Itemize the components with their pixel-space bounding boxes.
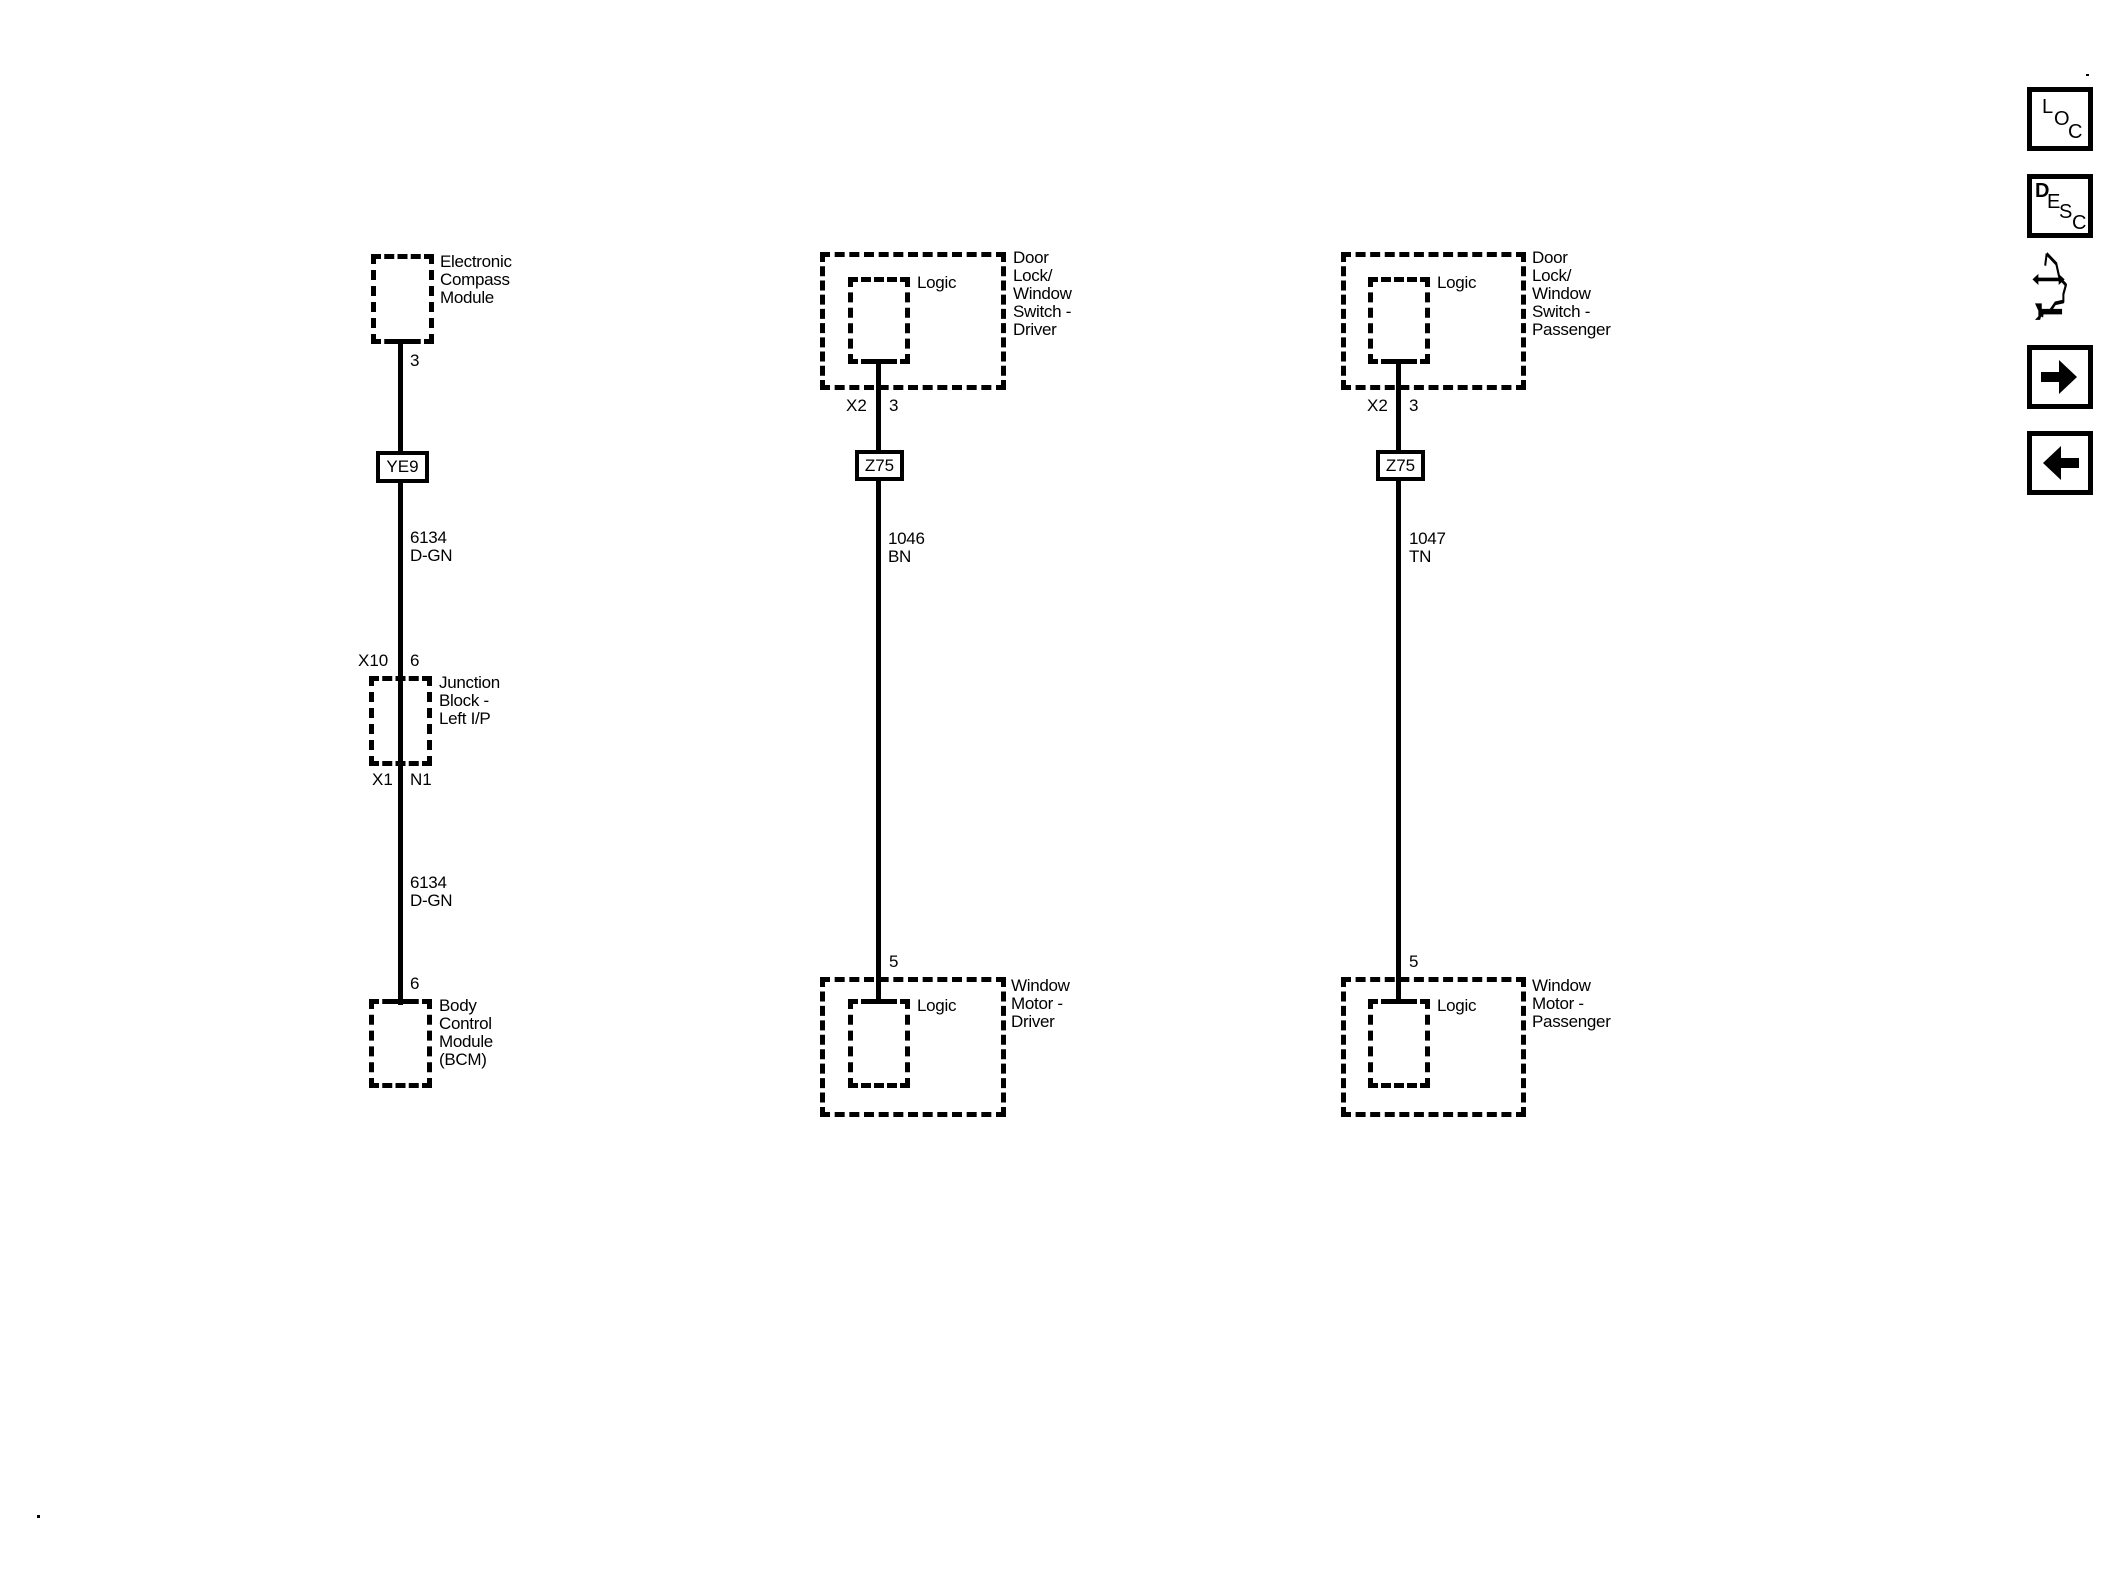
wire-color: D-GN <box>410 546 453 565</box>
window-motor-driver-box[interactable] <box>820 977 1006 1117</box>
artifact-dot <box>2086 74 2089 76</box>
splice-z75[interactable]: Z75 <box>855 450 904 481</box>
wire-1046-bn[interactable] <box>876 480 881 1003</box>
window-motor-passenger-label: Window Motor - Passenger <box>1532 976 1611 1031</box>
wire-number: 1047 <box>1409 529 1446 548</box>
wire-number: 6134 <box>410 873 447 892</box>
electronic-compass-module-label: Electronic Compass Module <box>440 252 512 307</box>
logic-subbox <box>1368 277 1430 364</box>
pin-label: 5 <box>889 952 899 971</box>
wire-6134-d-gn[interactable] <box>398 766 403 1005</box>
door-lock-window-switch-passenger-box[interactable] <box>1341 252 1526 390</box>
connector-label: X1 <box>372 770 393 789</box>
pin-label: 3 <box>889 396 899 415</box>
pin-label: 3 <box>1409 396 1419 415</box>
splice-ye9[interactable]: YE9 <box>376 451 429 483</box>
door-lock-window-switch-passenger-label: Door Lock/ Window Switch - Passenger <box>1532 248 1611 339</box>
loc-letter-l: L <box>2042 96 2054 118</box>
wrench-arrow-icon <box>2032 252 2067 320</box>
window-motor-driver-label: Window Motor - Driver <box>1011 976 1070 1031</box>
logic-label: Logic <box>917 273 957 292</box>
pin-label: N1 <box>410 770 432 789</box>
wire-6134-d-gn[interactable] <box>398 482 403 682</box>
wire-number: 6134 <box>410 528 447 547</box>
wire-color: TN <box>1409 547 1432 566</box>
pin-label: 5 <box>1409 952 1419 971</box>
window-motor-passenger-box[interactable] <box>1341 977 1526 1117</box>
logic-subbox <box>848 277 910 364</box>
logic-label: Logic <box>1437 996 1477 1015</box>
wire-segment <box>1396 359 1401 452</box>
loc-letter-o: O <box>2054 108 2070 130</box>
body-control-module-label: Body Control Module (BCM) <box>439 996 493 1069</box>
splice-z75[interactable]: Z75 <box>1376 450 1425 481</box>
connector-label: X10 <box>358 651 389 670</box>
logic-subbox <box>1368 999 1430 1088</box>
door-lock-window-switch-driver-label: Door Lock/ Window Switch - Driver <box>1013 248 1072 339</box>
loc-button[interactable]: L O C <box>2027 87 2093 151</box>
connector-label: X2 <box>846 396 867 415</box>
electronic-compass-module-box[interactable] <box>371 254 434 344</box>
loc-letter-c: C <box>2068 121 2083 143</box>
wire-segment <box>876 359 881 452</box>
logic-subbox <box>848 999 910 1088</box>
body-control-module-box[interactable] <box>369 999 432 1088</box>
desc-button[interactable]: D E S C <box>2027 174 2093 238</box>
desc-letter-c: C <box>2072 212 2087 234</box>
wire-color: BN <box>888 547 912 566</box>
next-button[interactable] <box>2027 345 2093 409</box>
previous-button[interactable] <box>2027 431 2093 495</box>
pin-label: 6 <box>410 974 420 993</box>
pin-label: 6 <box>410 651 420 670</box>
logic-label: Logic <box>1437 273 1477 292</box>
logic-label: Logic <box>917 996 957 1015</box>
wire-color: D-GN <box>410 891 453 910</box>
pin-tick <box>1386 999 1412 1004</box>
desc-letter-d: D <box>2035 180 2050 202</box>
pin-tick <box>866 999 892 1004</box>
door-lock-window-switch-driver-box[interactable] <box>820 252 1006 390</box>
wire-through-junction <box>398 676 403 766</box>
wire-1047-tn[interactable] <box>1396 480 1401 1003</box>
connector-label: X2 <box>1367 396 1388 415</box>
pin-tick <box>387 999 413 1004</box>
artifact-dot <box>37 1515 40 1518</box>
arrow-left-icon <box>2043 446 2079 480</box>
wire-number: 1046 <box>888 529 925 548</box>
diagnostic-repair-button[interactable] <box>2010 250 2090 330</box>
desc-letter-s: S <box>2059 201 2073 223</box>
arrow-right-icon <box>2041 360 2077 394</box>
wire-segment <box>398 339 403 453</box>
desc-letter-e: E <box>2047 191 2061 213</box>
pin-label: 3 <box>410 351 420 370</box>
junction-block-left-ip-label: Junction Block - Left I/P <box>439 673 500 728</box>
